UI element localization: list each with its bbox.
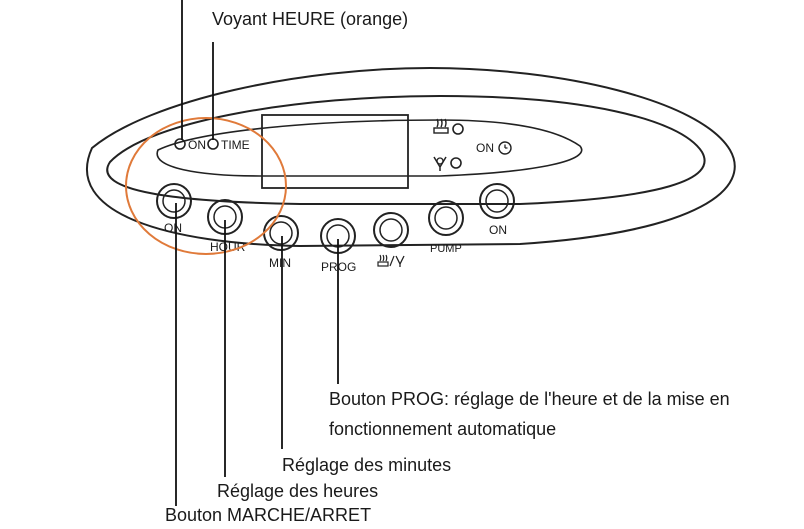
display-surround	[156, 119, 583, 177]
button-on-label: ON	[164, 221, 182, 235]
clock-icon	[498, 141, 512, 155]
led-time-label: TIME	[221, 138, 250, 152]
fan-icon	[433, 156, 447, 171]
button-pump-label: PUMP	[430, 243, 462, 255]
panel-outer-shell	[85, 66, 736, 248]
button-hour-label: HOUR	[210, 240, 246, 254]
led-on-label: ON	[188, 138, 206, 152]
label-bouton-marche-arret: Bouton MARCHE/ARRET	[165, 505, 372, 525]
label-bouton-prog-line2: fonctionnement automatique	[329, 419, 557, 439]
highlight-circle	[125, 117, 287, 255]
label-reglage-minutes: Réglage des minutes	[282, 455, 452, 475]
heater-icon	[433, 118, 449, 134]
label-reglage-heures: Réglage des heures	[217, 481, 379, 501]
button-min-label: MIN	[269, 256, 291, 270]
led-on	[174, 138, 186, 150]
button-heater-fan-graphic	[373, 212, 409, 248]
led-fan	[450, 157, 462, 169]
lcd-screen	[261, 114, 409, 189]
button-power-on-label: ON	[489, 223, 507, 237]
heater-fan-icon	[377, 254, 405, 267]
led-heater	[452, 123, 464, 135]
right-led-label: ON	[476, 141, 494, 155]
button-pump-graphic	[428, 200, 464, 236]
led-time	[207, 138, 219, 150]
button-on-graphic	[156, 183, 192, 219]
button-power-on-graphic	[479, 183, 515, 219]
label-voyant-heure: Voyant HEURE (orange)	[212, 9, 409, 29]
panel-inner-shell	[106, 94, 706, 205]
label-bouton-prog-line1: Bouton PROG: réglage de l'heure et de la…	[329, 389, 730, 409]
